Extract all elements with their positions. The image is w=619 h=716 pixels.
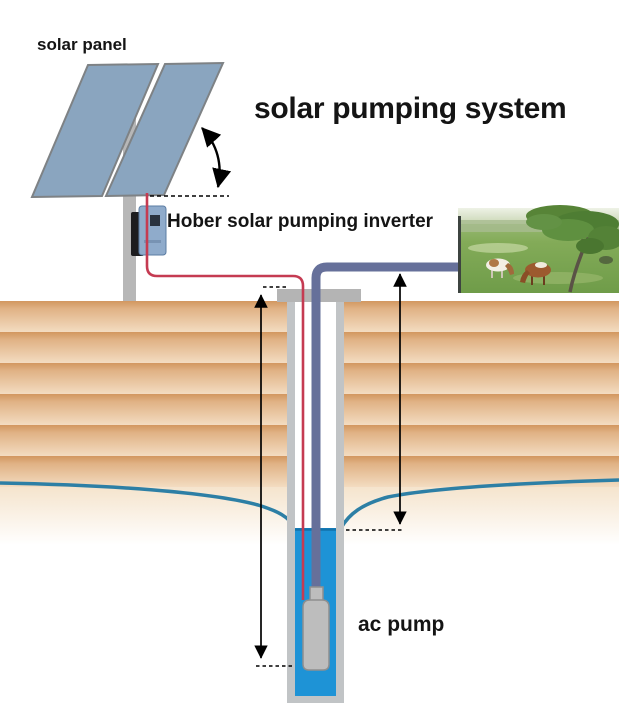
tilt-angle <box>150 127 232 197</box>
pasture-photo <box>458 205 619 293</box>
cow-brown-head <box>520 270 530 283</box>
page-title: solar pumping system <box>254 92 567 125</box>
solar-panel-array <box>30 61 225 199</box>
cow-brown <box>520 262 551 285</box>
cow-white <box>486 258 514 278</box>
ac-pump-label: ac pump <box>358 613 445 636</box>
inverter-vent <box>144 240 161 243</box>
depth-measurement <box>254 286 293 667</box>
solar-panel-left <box>30 62 160 199</box>
tree <box>526 205 619 293</box>
inverter-body <box>138 205 167 256</box>
head-measurement <box>346 273 407 531</box>
cow-white-head <box>505 263 514 275</box>
pump-body <box>302 599 330 671</box>
water-table-curve-left <box>0 481 297 529</box>
inverter-screen <box>150 215 160 226</box>
solar-panel-right <box>104 61 225 198</box>
solar-panel-label: solar panel <box>37 35 127 54</box>
inverter-label: Hober solar pumping inverter <box>167 211 434 232</box>
bush <box>599 256 613 264</box>
water-pipe <box>311 262 460 592</box>
water-table-curve-right <box>339 478 619 529</box>
tilt-angle-arrow-icon <box>201 127 232 189</box>
tree-canopy <box>526 205 619 254</box>
photo-left-edge <box>458 216 461 293</box>
power-cable <box>145 193 305 600</box>
ac-pump <box>302 586 330 671</box>
inverter-unit <box>131 205 167 256</box>
